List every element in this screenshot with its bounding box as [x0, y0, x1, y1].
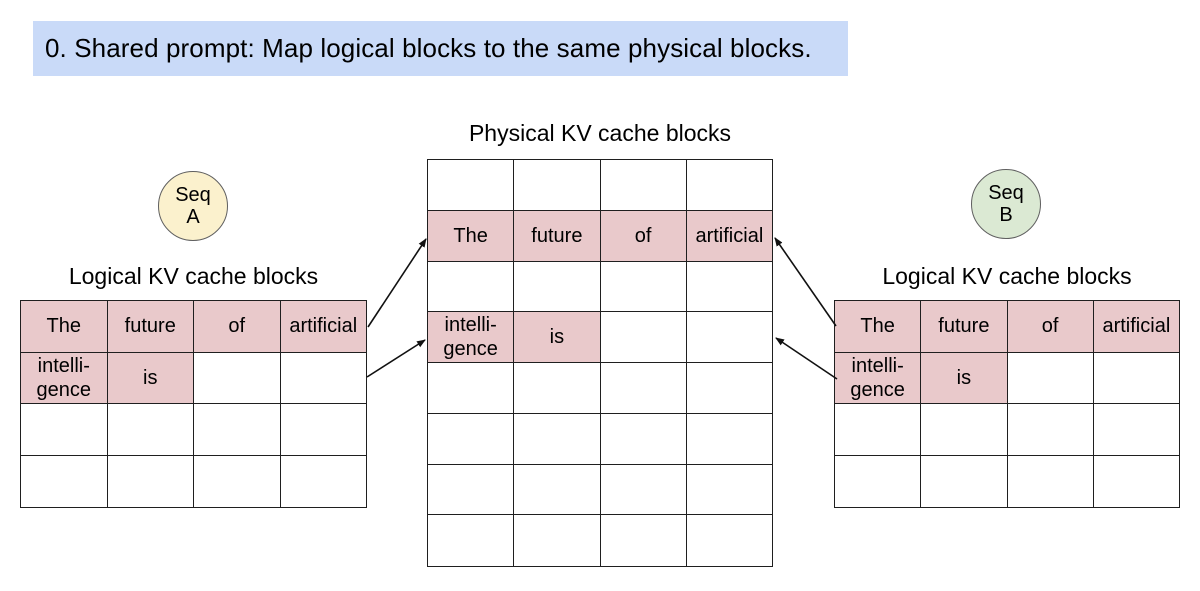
left-table-cell-r0c2: of: [194, 301, 281, 353]
physical-table-cell-r1c3: artificial: [686, 210, 772, 262]
left-table-cell-r2c3: [280, 404, 366, 456]
physical-table-row-4: [428, 363, 772, 414]
right-table-cell-r1c1: is: [921, 352, 1008, 404]
left-table-cell-r2c1: [107, 404, 194, 456]
seq-b-badge: Seq B: [971, 169, 1041, 239]
arrow-seq-a-block0-to-physical: [367, 238, 427, 328]
arrow-seq-b-block1-to-physical: [775, 337, 838, 380]
left-table-cell-r2c2: [194, 404, 281, 456]
seq-a-label-line2: A: [186, 206, 200, 228]
right-table-cell-r2c2: [1007, 404, 1094, 456]
physical-table-cell-r1c0: The: [428, 210, 515, 262]
physical-table-cell-r5c1: [514, 413, 601, 465]
physical-table-row-6: [428, 464, 772, 516]
physical-table-cell-r4c2: [600, 363, 687, 414]
left-table-cell-r1c3: [280, 352, 366, 404]
physical-table-cell-r4c1: [514, 363, 601, 414]
physical-table-cell-r6c3: [686, 464, 772, 516]
physical-table-cell-r3c3: [686, 312, 772, 363]
physical-table-row-0: [428, 160, 772, 211]
physical-table-row-7: [428, 515, 772, 566]
left-table-cell-r3c3: [280, 455, 366, 507]
physical-table-cell-r7c3: [686, 515, 772, 566]
left-table-cell-r1c2: [194, 352, 281, 404]
right-table-cell-r0c0: The: [835, 301, 922, 353]
right-table-cell-r3c3: [1093, 455, 1179, 507]
title-text: 0. Shared prompt: Map logical blocks to …: [45, 33, 812, 63]
physical-table-cell-r5c2: [600, 413, 687, 465]
physical-table-cell-r1c1: future: [514, 210, 601, 262]
physical-table-cell-r1c2: of: [600, 210, 687, 262]
right-table-cell-r0c2: of: [1007, 301, 1094, 353]
seq-b-label-line2: B: [999, 204, 1013, 226]
physical-table-cell-r0c1: [514, 160, 601, 211]
left-table-cell-r3c2: [194, 455, 281, 507]
physical-table-cell-r6c0: [428, 464, 515, 516]
right-table-cell-r3c1: [921, 455, 1008, 507]
right-table-cell-r1c3: [1093, 352, 1179, 404]
left-table-cell-r0c3: artificial: [280, 301, 366, 353]
physical-table-cell-r2c1: [514, 261, 601, 313]
left-table-cell-r1c1: is: [107, 352, 194, 404]
physical-table-cell-r4c0: [428, 363, 515, 414]
physical-table-cell-r2c3: [686, 261, 772, 313]
physical-table-cell-r5c0: [428, 413, 515, 465]
right-table-cell-r1c2: [1007, 352, 1094, 404]
right-table-cell-r3c0: [835, 455, 922, 507]
physical-table-cell-r6c1: [514, 464, 601, 516]
physical-table-cell-r7c1: [514, 515, 601, 566]
seq-b-label-line1: Seq: [988, 182, 1024, 204]
left-table-cell-r2c0: [21, 404, 108, 456]
physical-table-cell-r2c0: [428, 261, 515, 313]
right-table-cell-r0c3: artificial: [1093, 301, 1179, 353]
physical-table-cell-r6c2: [600, 464, 687, 516]
physical-table-cell-r0c0: [428, 160, 515, 211]
physical-table-row-5: [428, 413, 772, 465]
left-table-cell-r0c0: The: [21, 301, 108, 353]
seq-b-logical-table-title: Logical KV cache blocks: [882, 263, 1132, 289]
seq-a-logical-table-title: Logical KV cache blocks: [68, 263, 319, 289]
seq-a-badge: Seq A: [158, 171, 228, 241]
left-table-row-2: [21, 404, 366, 456]
left-table-cell-r3c0: [21, 455, 108, 507]
physical-table-cell-r3c2: [600, 312, 687, 363]
right-table-cell-r3c2: [1007, 455, 1094, 507]
physical-table-cell-r5c3: [686, 413, 772, 465]
title-banner: 0. Shared prompt: Map logical blocks to …: [33, 21, 848, 76]
right-table-cell-r0c1: future: [921, 301, 1008, 353]
left-table-cell-r0c1: future: [107, 301, 194, 353]
physical-table-cell-r3c1: is: [514, 312, 601, 363]
arrow-seq-b-block0-to-physical: [774, 237, 837, 327]
physical-table-cell-r7c0: [428, 515, 515, 566]
right-table-cell-r2c3: [1093, 404, 1179, 456]
left-table-row-3: [21, 455, 366, 507]
right-table-row-3: [835, 455, 1179, 507]
arrow-seq-a-block1-to-physical: [366, 339, 426, 378]
right-table-cell-r2c0: [835, 404, 922, 456]
physical-table-cell-r2c2: [600, 261, 687, 313]
physical-table-title: Physical KV cache blocks: [468, 120, 732, 146]
right-table-row-2: [835, 404, 1179, 456]
left-table-cell-r1c0: intelli- gence: [21, 352, 108, 404]
right-table-cell-r2c1: [921, 404, 1008, 456]
right-table-cell-r1c0: intelli- gence: [835, 352, 922, 404]
physical-table-cell-r7c2: [600, 515, 687, 566]
physical-table-cell-r0c2: [600, 160, 687, 211]
physical-table-cell-r3c0: intelli- gence: [428, 312, 515, 363]
physical-table-cell-r0c3: [686, 160, 772, 211]
physical-table-row-2: [428, 261, 772, 313]
physical-table-cell-r4c3: [686, 363, 772, 414]
seq-a-label-line1: Seq: [175, 184, 211, 206]
left-table-cell-r3c1: [107, 455, 194, 507]
